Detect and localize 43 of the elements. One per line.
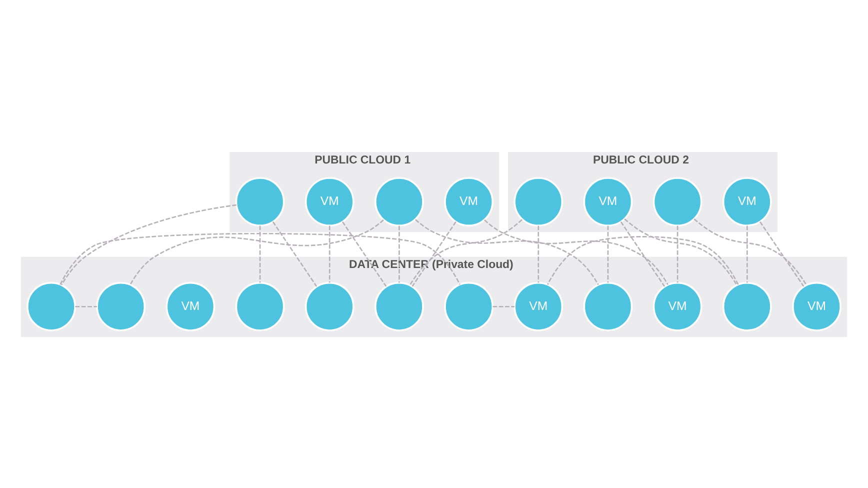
node-circle <box>304 281 354 331</box>
connector <box>484 218 668 284</box>
node-circle <box>652 176 702 226</box>
node-circle: VM <box>583 176 633 226</box>
connector <box>607 225 609 282</box>
connector <box>676 225 678 282</box>
node-circle: VM <box>652 281 702 331</box>
node-circle: VM <box>166 281 216 331</box>
node-circle <box>374 176 424 226</box>
connector <box>624 218 738 285</box>
node-circle: VM <box>792 281 842 331</box>
node-circle <box>235 281 285 331</box>
connector <box>547 236 739 284</box>
connector <box>130 218 384 285</box>
node-circle <box>96 281 146 331</box>
connector <box>398 225 400 282</box>
connector <box>272 220 318 286</box>
node-circle: VM <box>514 281 564 331</box>
node-circle <box>722 281 772 331</box>
node-circle <box>26 281 76 331</box>
node-circle <box>514 176 564 226</box>
node-circle <box>235 176 285 226</box>
connector <box>415 218 599 285</box>
connector <box>60 232 460 284</box>
node-circle <box>374 281 424 331</box>
connector <box>492 305 514 307</box>
connector <box>620 220 666 286</box>
node-circle: VM <box>304 176 354 226</box>
connector <box>409 218 522 285</box>
connector <box>342 220 387 286</box>
connector <box>75 305 97 307</box>
connector <box>328 225 330 282</box>
node-circle: VM <box>722 176 772 226</box>
connector <box>259 225 261 282</box>
connector <box>694 218 807 285</box>
connector <box>746 225 748 282</box>
connector <box>60 204 236 285</box>
connector <box>538 225 540 282</box>
connector <box>760 220 804 286</box>
node-circle <box>583 281 633 331</box>
connector <box>412 220 456 286</box>
node-circle <box>444 281 494 331</box>
node-circle: VM <box>444 176 494 226</box>
